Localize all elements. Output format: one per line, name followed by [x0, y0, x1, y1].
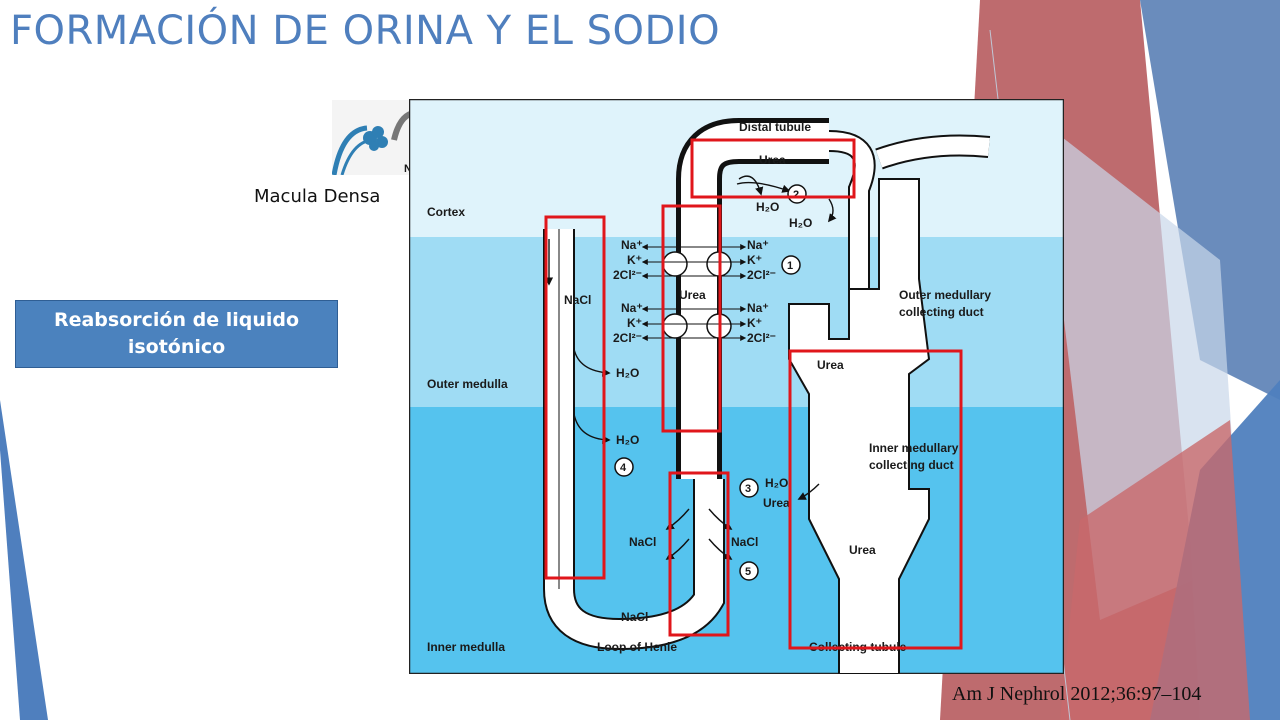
inner-collecting-label-2: collecting duct: [869, 458, 954, 472]
deco-blue-panel-top: [1140, 0, 1280, 400]
outer-collecting-label-2: collecting duct: [899, 305, 984, 319]
urea-diffusion: Urea: [763, 496, 790, 510]
nacl-thin-right: NaCl: [731, 535, 758, 549]
svg-text:2Cl²⁻: 2Cl²⁻: [747, 268, 776, 282]
svg-text:Na⁺: Na⁺: [747, 301, 769, 315]
loop-of-henle-label: Loop of Henle: [597, 640, 677, 654]
svg-text:Na⁺: Na⁺: [747, 238, 769, 252]
reabsorption-box: Reabsorción de liquido isotónico: [15, 300, 338, 368]
collecting-duct: [788, 178, 931, 674]
inner-medulla-band: [409, 407, 1064, 674]
h2o-distal-2: H₂O: [789, 216, 812, 230]
urea-inner-duct: Urea: [849, 543, 876, 557]
highlight-collecting-duct: [788, 349, 963, 650]
step-1: 1: [787, 260, 793, 272]
macula-densa-label: Macula Densa: [254, 186, 381, 207]
svg-text:2Cl²⁻: 2Cl²⁻: [613, 268, 642, 282]
highlight-ascending-thin: [668, 471, 730, 637]
distal-tubule-label: Distal tubule: [739, 120, 811, 134]
urea-outer-duct: Urea: [817, 358, 844, 372]
step-3: 3: [745, 483, 751, 495]
svg-text:K⁺: K⁺: [747, 316, 762, 330]
svg-text:Na⁺: Na⁺: [621, 301, 643, 315]
outer-collecting-label-1: Outer medullary: [899, 288, 991, 302]
highlight-boxes: [544, 138, 963, 650]
outer-medulla-label: Outer medulla: [427, 377, 508, 391]
svg-text:Na⁺: Na⁺: [621, 238, 643, 252]
urea-distal: Urea: [759, 153, 786, 167]
highlight-ascending-thick: [661, 204, 722, 433]
step-4: 4: [620, 462, 627, 474]
urea-ascending: Urea: [679, 288, 706, 302]
svg-text:K⁺: K⁺: [747, 253, 762, 267]
svg-text:K⁺: K⁺: [627, 253, 642, 267]
page-title: FORMACIÓN DE ORINA Y EL SODIO: [10, 8, 721, 54]
svg-text:2Cl²⁻: 2Cl²⁻: [613, 331, 642, 345]
nacl-loop-bottom: NaCl: [621, 610, 648, 624]
nacl-descending: NaCl: [564, 293, 591, 307]
nephron-diagram: Cortex Outer medulla Inner medulla Dista…: [409, 99, 1064, 674]
deco-left-sliver: [0, 400, 48, 720]
cortex-label: Cortex: [427, 205, 465, 219]
citation: Am J Nephrol 2012;36:97–104: [952, 683, 1202, 705]
inner-collecting-label-1: Inner medullary: [869, 441, 959, 455]
highlight-distal: [690, 138, 856, 199]
nacl-thin-left: NaCl: [629, 535, 656, 549]
h2o-distal-1: H₂O: [756, 200, 779, 214]
loop-of-henle: [543, 118, 991, 651]
svg-text:K⁺: K⁺: [627, 316, 642, 330]
deco-red-panel-lower: [1060, 420, 1250, 720]
inner-medulla-label: Inner medulla: [427, 640, 505, 654]
transporter-set-upper: Na⁺ K⁺ 2Cl²⁻ Na⁺ K⁺ 2Cl²⁻: [613, 238, 776, 282]
highlight-descending: [544, 215, 606, 580]
step-5: 5: [745, 566, 751, 578]
step-2: 2: [793, 189, 799, 201]
h2o-diffusion: H₂O: [765, 476, 788, 490]
h2o-descending-2: H₂O: [616, 433, 639, 447]
h2o-descending-1: H₂O: [616, 366, 639, 380]
svg-text:2Cl²⁻: 2Cl²⁻: [747, 331, 776, 345]
